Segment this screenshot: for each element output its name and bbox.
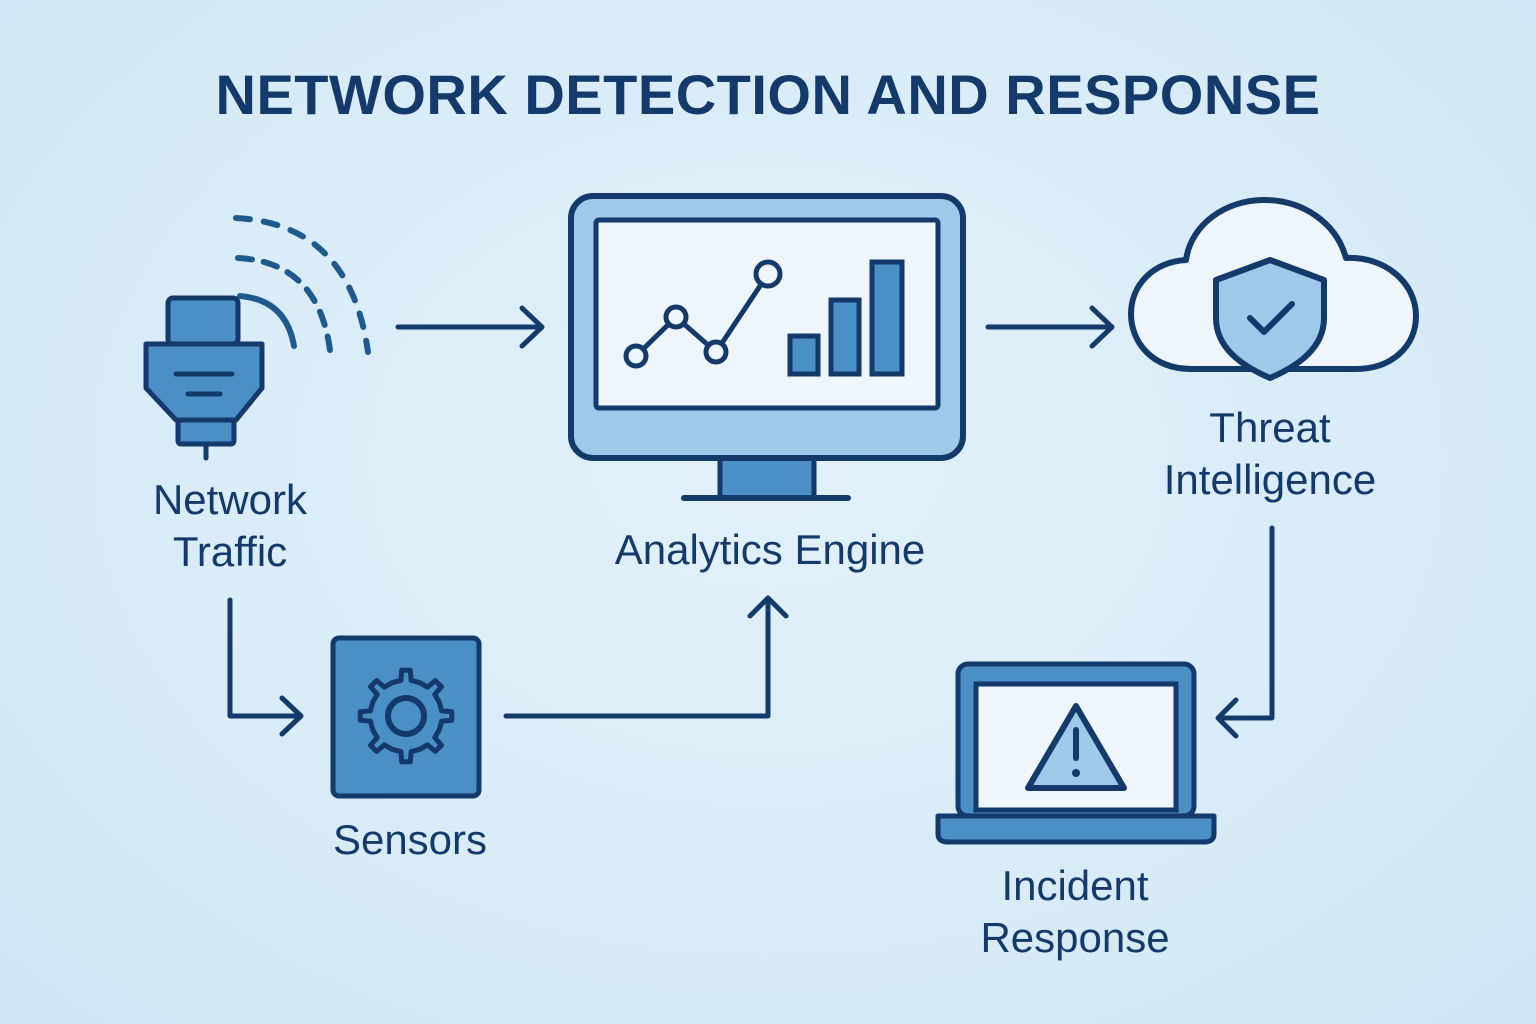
- node-label-network-traffic: Network Traffic: [152, 476, 308, 575]
- edge-threat-to-incident: [1215, 525, 1275, 739]
- cloud-shield-icon: [1128, 197, 1419, 381]
- diagram-title: NETWORK DETECTION AND RESPONSE: [215, 63, 1321, 126]
- wireless-signal-icon: [233, 215, 371, 355]
- edge-traffic-to-sensors: [227, 597, 304, 737]
- checkmark-icon: [1247, 301, 1295, 335]
- edge-sensors-to-analytics: [503, 595, 789, 719]
- gear-outline: [357, 667, 455, 765]
- monitor-chart-icon: [568, 193, 966, 501]
- node-label-analytics-engine: Analytics Engine: [614, 526, 926, 573]
- ethernet-plug-icon: [143, 215, 371, 461]
- laptop-warning-icon: [935, 661, 1217, 845]
- gear-icon: [330, 635, 482, 799]
- line-chart-graphic: [633, 271, 771, 359]
- node-label-incident-response: Incident Response: [980, 862, 1170, 961]
- edge-analytics-to-threat: [985, 305, 1115, 349]
- line-chart-points: [623, 259, 783, 369]
- node-label-threat-intelligence: Threat Intelligence: [1163, 404, 1377, 503]
- bar-chart-graphic: [787, 259, 905, 377]
- edge-traffic-to-analytics: [395, 305, 545, 349]
- node-label-sensors: Sensors: [332, 816, 488, 863]
